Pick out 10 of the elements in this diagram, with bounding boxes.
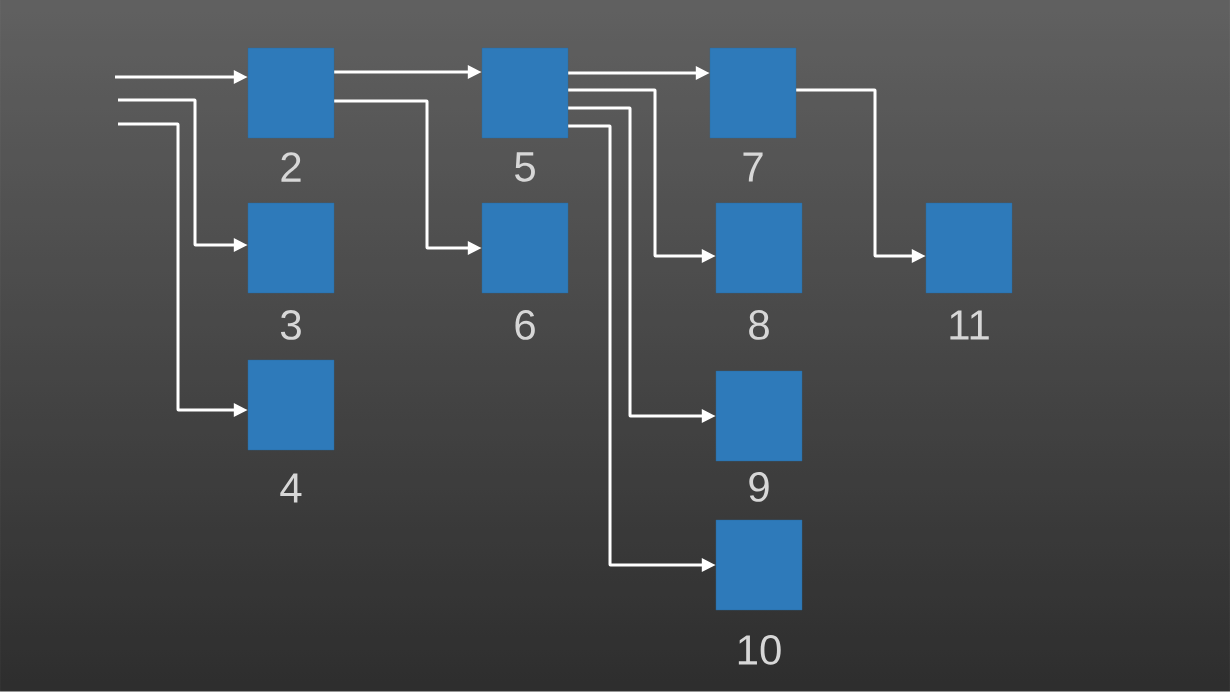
box-number: 5 [515,152,535,182]
box-number: 9 [749,472,769,502]
box-number: 2 [281,152,301,182]
box-number: 3 [280,310,301,340]
box-number: 10 [738,635,781,665]
box-number: 4 [280,473,302,503]
box-number: 6 [515,310,535,340]
box-number: 11 [950,310,989,340]
box-number: 8 [749,310,769,340]
box-number: 7 [743,152,763,182]
